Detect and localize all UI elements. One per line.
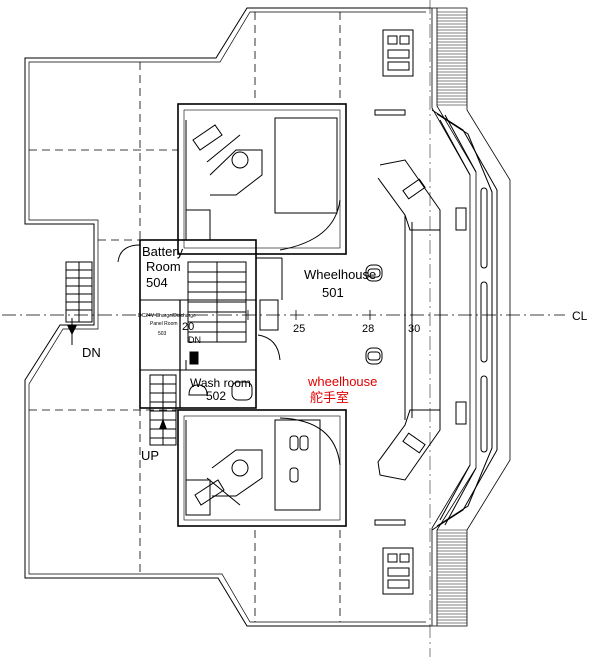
annotation-english: wheelhouse (307, 374, 377, 389)
frame-25: 25 (293, 323, 305, 335)
stair-up-label: UP (141, 448, 159, 463)
panel-room-line2: Panel Room (150, 321, 178, 327)
window-bank (431, 109, 498, 531)
battery-room-number: 504 (146, 275, 168, 290)
room-labels: Battery Room 504 DC24V Charge/Discharge … (82, 244, 588, 463)
wash-room-name: Wash room (190, 376, 251, 390)
central-rooms (117, 239, 283, 409)
equipment-boxes (382, 29, 414, 595)
frame-20: 20 (182, 321, 194, 333)
frame-30: 30 (408, 323, 420, 335)
frame-28: 28 (362, 323, 374, 335)
panel-room-line1: DC24V Charge/Discharge (138, 313, 196, 319)
front-bulwark (428, 7, 511, 627)
stair-down-left (65, 261, 93, 345)
upper-cabin (177, 103, 347, 255)
deck-grid-lines (29, 12, 341, 622)
navigation-console (374, 109, 467, 526)
annotation-chinese: 舵手室 (310, 390, 349, 405)
wash-room-number: 502 (206, 389, 226, 403)
bulwark-hatching (437, 11, 467, 624)
panel-room-number: 503 (158, 331, 167, 337)
stair-dn-label: DN (82, 345, 101, 360)
stair-up-left (149, 374, 177, 446)
battery-room-line2: Room (146, 259, 181, 274)
lower-cabin (177, 409, 347, 527)
outer-deck-outline (24, 7, 430, 627)
wheelhouse-room-number: 501 (322, 285, 344, 300)
centerline-label: CL (572, 309, 588, 323)
chairs (231, 151, 383, 477)
battery-room-line1: Battery (142, 244, 184, 259)
wheelhouse-room-name: Wheelhouse (304, 267, 376, 282)
stair-dn-inner-label: DN (188, 335, 201, 345)
centerline (2, 0, 565, 657)
